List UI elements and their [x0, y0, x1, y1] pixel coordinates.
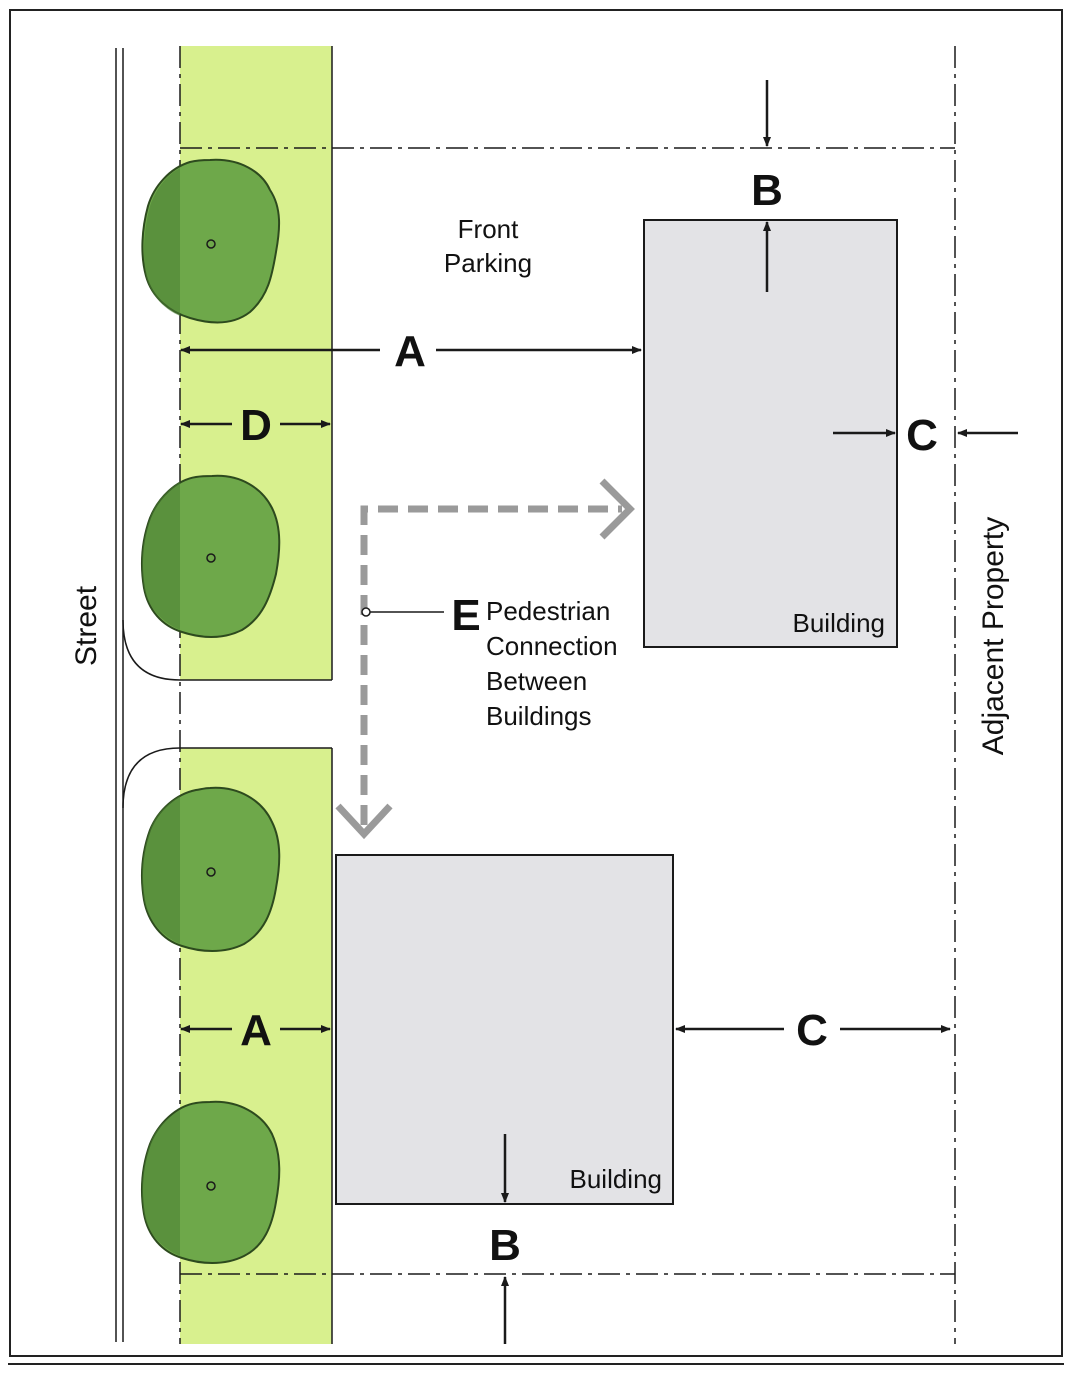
tree-icon: [141, 474, 281, 638]
pedestrian-label-line1: Pedestrian: [486, 596, 610, 626]
pedestrian-arrow-head-down: [335, 803, 393, 840]
tree-icon: [141, 786, 281, 952]
street-label: Street: [70, 585, 103, 666]
pedestrian-label-line2: Connection: [486, 631, 618, 661]
adjacent-property-label: Adjacent Property: [977, 517, 1010, 755]
pedestrian-label-line4: Buildings: [486, 701, 592, 731]
dim-letter-e: E: [451, 591, 480, 640]
dim-letter-b-lower: B: [489, 1221, 521, 1270]
building-lower-label: Building: [569, 1164, 662, 1194]
front-parking-label-line2: Parking: [444, 248, 532, 278]
dim-letter-a-upper: A: [394, 327, 426, 376]
dim-letter-a-lower: A: [240, 1006, 272, 1055]
pedestrian-label-line3: Between: [486, 666, 587, 696]
dim-letter-c-lower: C: [796, 1006, 828, 1055]
curb-return-lower: [122, 747, 181, 809]
pedestrian-path: [360, 505, 622, 825]
building-upper-label: Building: [792, 608, 885, 638]
pedestrian-arrow-head-right: [599, 478, 635, 540]
tree-icon: [141, 1100, 281, 1264]
front-parking-label-line1: Front: [458, 214, 519, 244]
tree-icon: [141, 158, 281, 324]
pedestrian-leader-dot: [361, 607, 371, 617]
dim-letter-c-upper: C: [906, 411, 938, 460]
dim-letter-b-upper: B: [751, 166, 783, 215]
curb-return-upper: [122, 619, 181, 681]
dim-letter-d: D: [240, 401, 272, 450]
